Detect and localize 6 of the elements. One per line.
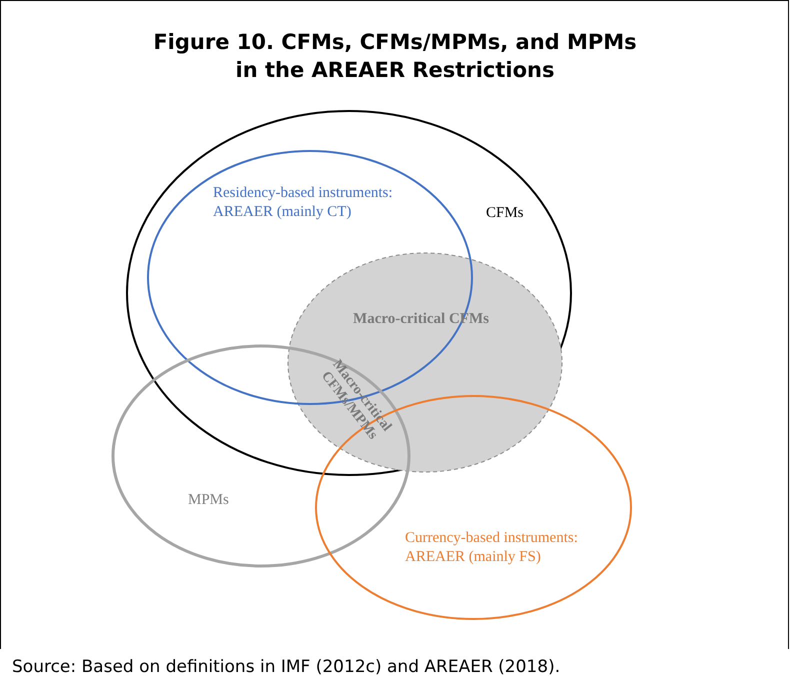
set-label: Residency-based instruments: AREAER (mainly CT)	[213, 184, 394, 222]
set-label: MPMs	[188, 491, 230, 510]
set-label: Currency-based instruments: AREAER (mainly FS)	[405, 529, 579, 567]
figure-title: Figure 10. CFMs, CFMs/MPMs, and MPMs in the AREAER Restrictions	[152, 29, 638, 84]
set-label: CFMs	[486, 204, 525, 223]
source-note: Source: Based on definitions in IMF (2012c) and AREAER (2018).	[12, 657, 560, 677]
